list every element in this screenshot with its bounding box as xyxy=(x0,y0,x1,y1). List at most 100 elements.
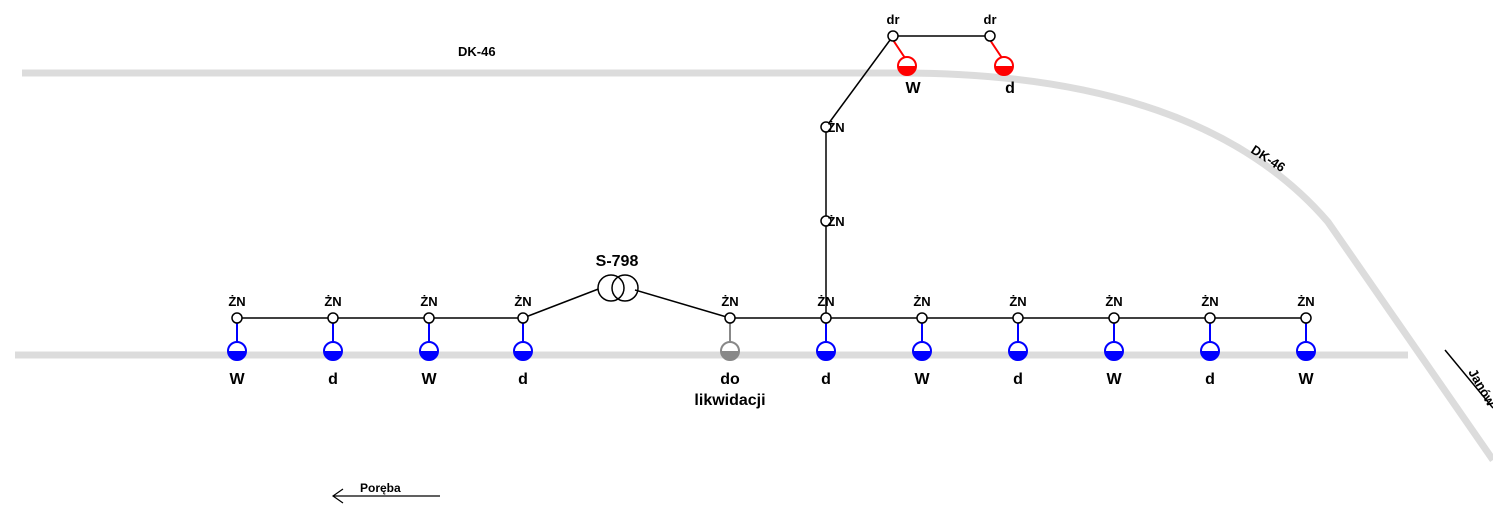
lamp-half-fill-icon xyxy=(817,351,835,360)
wire-from-station-right xyxy=(634,289,731,319)
wire-branch-diagonal xyxy=(825,35,894,128)
transformer-coil-left xyxy=(597,274,625,302)
pole-node-icon xyxy=(423,312,435,324)
lamp-half-fill-icon xyxy=(995,66,1013,75)
lamp-half-fill-icon xyxy=(1297,351,1315,360)
pole-node-icon xyxy=(724,312,736,324)
lamp-label: d xyxy=(1005,80,1015,97)
pole-node-icon xyxy=(820,215,832,227)
lamp-label: W xyxy=(1298,371,1314,388)
lamp-blue-icon xyxy=(1008,341,1028,361)
branch-pole-2: ŻN xyxy=(820,214,845,229)
lamp-label-line: do xyxy=(720,371,740,388)
pole-node-label: dr xyxy=(887,12,900,27)
road-label-side: Janów xyxy=(1465,366,1493,409)
station-label: S-798 xyxy=(596,253,639,270)
pole-2: ŻN d xyxy=(323,294,343,388)
pole-node-icon xyxy=(1012,312,1024,324)
lamp-blue-icon xyxy=(227,341,247,361)
pole-3: ŻN W xyxy=(419,294,439,388)
lamp-label: W xyxy=(421,371,437,388)
lamp-half-fill-icon xyxy=(1201,351,1219,360)
pole-5: ŻN do likwidacji xyxy=(694,294,765,409)
branch-top-pole-2: dr d xyxy=(984,12,1015,97)
branch-pole-1: ŻN xyxy=(820,120,845,135)
lamp-label: d xyxy=(328,371,338,388)
lamp-blue-icon xyxy=(816,341,836,361)
pole-node-label: ŻN xyxy=(721,294,738,309)
pole-node-icon xyxy=(231,312,243,324)
pole-node-icon xyxy=(517,312,529,324)
lamp-label: d xyxy=(518,371,528,388)
lamp-label: d xyxy=(1205,371,1215,388)
lamp-label: d xyxy=(1013,371,1023,388)
pole-8: ŻNd xyxy=(1008,294,1028,388)
road-dk46-upper xyxy=(22,69,1493,462)
lamp-label: do likwidacji xyxy=(694,371,765,409)
pole-node-icon xyxy=(1204,312,1216,324)
lamp-blue-icon xyxy=(1104,341,1124,361)
pole-node-label: ŻN xyxy=(817,294,834,309)
pole-node-label: ŻN xyxy=(324,294,341,309)
lamp-label: d xyxy=(821,371,831,388)
pole-node-label: ŻN xyxy=(827,120,844,135)
direction-arrow-head-icon xyxy=(331,488,344,504)
wire-to-station-left xyxy=(522,287,602,319)
lamp-arm xyxy=(989,39,1003,59)
pole-node-icon xyxy=(984,30,996,42)
pole-node-label: dr xyxy=(984,12,997,27)
pole-7: ŻNW xyxy=(912,294,932,388)
pole-11: ŻN W xyxy=(1296,294,1316,388)
pole-node-icon xyxy=(327,312,339,324)
pole-node-icon xyxy=(1300,312,1312,324)
pole-node-label: ŻN xyxy=(420,294,437,309)
transformer-coil-right xyxy=(611,274,639,302)
direction-label: Poręba xyxy=(360,481,401,495)
pole-node-label: ŻN xyxy=(228,294,245,309)
side-road-edge xyxy=(1444,349,1493,409)
lamp-half-fill-icon xyxy=(913,351,931,360)
lamp-blue-icon xyxy=(513,341,533,361)
lamp-half-fill-icon xyxy=(324,351,342,360)
pole-node-icon xyxy=(887,30,899,42)
pole-node-icon xyxy=(820,121,832,133)
lamp-label: W xyxy=(229,371,245,388)
lamp-blue-icon xyxy=(1200,341,1220,361)
lamp-label: W xyxy=(1106,371,1122,388)
pole-10: ŻN d xyxy=(1200,294,1220,388)
pole-node-label: ŻN xyxy=(1105,294,1122,309)
pole-9: ŻN W xyxy=(1104,294,1124,388)
pole-node-label: ŻN xyxy=(1201,294,1218,309)
pole-4: ŻN d xyxy=(513,294,533,388)
lamp-red-icon xyxy=(897,56,917,76)
lamp-blue-icon xyxy=(323,341,343,361)
branch-top-pole-1: drW xyxy=(887,12,922,97)
lamp-label-line: likwidacji xyxy=(694,392,765,409)
pole-node-label: ŻN xyxy=(1297,294,1314,309)
wires xyxy=(237,35,1306,319)
lamp-blue-icon xyxy=(912,341,932,361)
lamp-red-icon xyxy=(994,56,1014,76)
pole-6: ŻN d xyxy=(816,294,836,388)
lamp-label: W xyxy=(914,371,930,388)
lamp-half-fill-icon xyxy=(721,351,739,360)
lamp-half-fill-icon xyxy=(1105,351,1123,360)
lamp-arm xyxy=(892,39,906,59)
lamp-half-fill-icon xyxy=(898,66,916,75)
lamp-half-fill-icon xyxy=(1009,351,1027,360)
lamp-gray-icon xyxy=(720,341,740,361)
lamp-blue-icon xyxy=(1296,341,1316,361)
lamp-half-fill-icon xyxy=(514,351,532,360)
direction-indicator: Poręba xyxy=(331,481,440,504)
road-label-dk46-top: DK-46 xyxy=(458,44,496,59)
pole-1: ŻN W xyxy=(227,294,247,388)
transformer-station: S-798 xyxy=(596,253,639,302)
pole-node-label: ŻN xyxy=(827,214,844,229)
pole-node-icon xyxy=(820,312,832,324)
lamp-half-fill-icon xyxy=(228,351,246,360)
pole-node-label: ŻN xyxy=(514,294,531,309)
lamp-blue-icon xyxy=(419,341,439,361)
pole-node-icon xyxy=(916,312,928,324)
